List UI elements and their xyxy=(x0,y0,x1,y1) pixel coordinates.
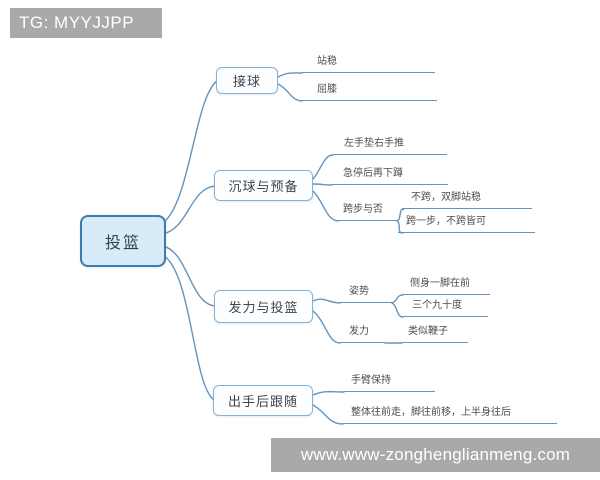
node-like-a-whip[interactable]: 类似鞭子 xyxy=(402,324,468,343)
connector xyxy=(391,302,404,318)
node-stand-firm[interactable]: 站稳 xyxy=(302,54,435,73)
node-power[interactable]: 发力 xyxy=(340,324,385,343)
node-stride-or-not[interactable]: 跨步与否 xyxy=(338,202,397,221)
connector xyxy=(312,404,344,425)
node-squat-after-stop[interactable]: 急停后再下蹲 xyxy=(332,166,448,185)
node-root-shooting[interactable]: 投篮 xyxy=(80,215,166,267)
connector xyxy=(277,83,303,102)
branch-label: 出手后跟随 xyxy=(227,394,298,409)
branch-label: 发力与投篮 xyxy=(228,300,299,315)
connector xyxy=(312,390,345,396)
connector xyxy=(312,154,334,180)
branch-label: 接球 xyxy=(232,74,261,89)
node-follow-through[interactable]: 出手后跟随 xyxy=(213,385,313,416)
node-catch-ball[interactable]: 接球 xyxy=(216,67,278,94)
node-posture[interactable]: 姿势 xyxy=(340,284,392,303)
node-left-hand-pad-right-hand-push[interactable]: 左手垫右手推 xyxy=(333,136,447,155)
node-keep-arm[interactable]: 手臂保持 xyxy=(344,373,435,392)
connector xyxy=(160,80,218,225)
node-power-and-shoot[interactable]: 发力与投篮 xyxy=(214,290,313,323)
connector xyxy=(312,310,341,344)
node-sink-and-prepare[interactable]: 沉球与预备 xyxy=(214,170,313,201)
root-label: 投篮 xyxy=(104,235,141,252)
node-three-ninety-degrees[interactable]: 三个九十度 xyxy=(403,298,488,317)
watermark-url: www.www-zonghenglianmeng.com xyxy=(271,438,600,472)
connector xyxy=(312,190,339,222)
watermark-telegram: TG: MYYJJPP xyxy=(10,8,162,38)
connector xyxy=(391,294,404,304)
connector xyxy=(161,245,216,307)
node-side-body-foot-front[interactable]: 侧身一脚在前 xyxy=(403,276,490,295)
node-bend-knees[interactable]: 屈膝 xyxy=(302,82,437,101)
branch-label: 沉球与预备 xyxy=(228,179,299,194)
connector xyxy=(312,298,341,304)
node-body-forward-upper-back[interactable]: 整体往前走，脚往前移，上半身往后 xyxy=(343,405,557,424)
node-stride-one-step[interactable]: 跨一步，不跨皆可 xyxy=(398,214,535,233)
node-no-stride-feet-firm[interactable]: 不跨，双脚站稳 xyxy=(402,190,532,209)
connector xyxy=(161,185,216,235)
connector xyxy=(396,208,405,222)
connector xyxy=(277,72,303,78)
connector xyxy=(160,253,215,401)
connector xyxy=(312,183,333,186)
